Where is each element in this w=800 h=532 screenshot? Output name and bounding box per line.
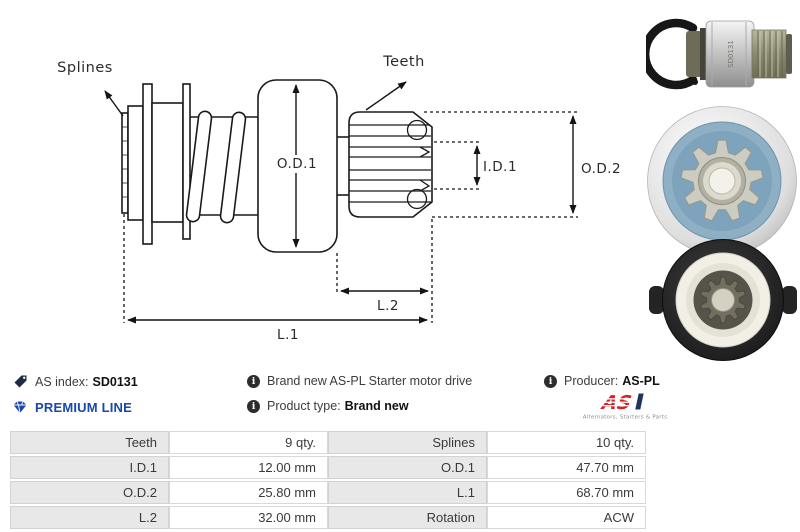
id1-label: I.D.1 (483, 159, 517, 175)
l2-label: L.2 (377, 298, 399, 314)
tag-icon (14, 375, 27, 388)
diamond-icon (13, 401, 27, 414)
teeth-leader-arrow (365, 81, 407, 111)
spec-value: 12.00 mm (169, 456, 328, 479)
photo-pinion-gear (751, 29, 787, 79)
drawing-pinion (348, 111, 433, 218)
info-icon: i (247, 374, 260, 388)
logo-tagline: Alternators, Starters & Parts (583, 415, 667, 421)
product-type-label: Product type: (267, 399, 341, 413)
l1-label: L.1 (277, 327, 299, 343)
producer-item: i Producer: AS-PL (544, 374, 660, 388)
description-text: Brand new AS-PL Starter motor drive (267, 374, 473, 388)
od1-label: O.D.1 (277, 156, 317, 172)
spec-value: 10 qty. (487, 431, 646, 454)
producer-value: AS-PL (622, 374, 660, 388)
spec-label: Splines (328, 431, 487, 454)
spec-label: O.D.2 (10, 481, 169, 504)
photo-center-bore (708, 167, 736, 195)
photo-part-number: SD0131 (727, 40, 735, 68)
premium-line-label: PREMIUM LINE (35, 399, 133, 415)
description-item: i Brand new AS-PL Starter motor drive (247, 374, 472, 388)
photo-left-ear (649, 286, 664, 314)
drawing-spring-coil (219, 111, 247, 224)
product-photo-front-view[interactable] (645, 102, 800, 260)
drawing-spline-shaft (121, 112, 129, 214)
spec-label: O.D.1 (328, 456, 487, 479)
premium-line-item: PREMIUM LINE (11, 399, 132, 415)
product-type-item: i Product type: Brand new (247, 399, 409, 413)
spec-label: L.2 (10, 506, 169, 529)
photo-circlip (646, 18, 698, 90)
info-icon: i (247, 399, 260, 413)
as-index-value: SD0131 (92, 374, 138, 389)
info-icon: i (544, 374, 557, 388)
spec-label: Rotation (328, 506, 487, 529)
spec-value: 25.80 mm (169, 481, 328, 504)
spec-value: 32.00 mm (169, 506, 328, 529)
spec-label: L.1 (328, 481, 487, 504)
spec-label: I.D.1 (10, 456, 169, 479)
spec-value: 68.70 mm (487, 481, 646, 504)
splines-label: Splines (57, 60, 113, 76)
teeth-label: Teeth (382, 54, 425, 70)
as-index-item: AS index: SD0131 (13, 374, 138, 389)
splines-leader-arrow (104, 90, 124, 117)
logo-text: AS (598, 392, 633, 414)
spec-value: 47.70 mm (487, 456, 646, 479)
producer-label: Producer: (564, 374, 619, 388)
product-photo-rear-view[interactable] (648, 236, 798, 366)
as-pl-logo: AS Alternators, Starters & Parts (583, 392, 667, 421)
spec-value: ACW (487, 506, 646, 529)
as-index-label: AS index: (35, 374, 89, 389)
photo-right-ear (782, 286, 797, 314)
spec-value: 9 qty. (169, 431, 328, 454)
technical-drawing: Splines Teeth O.D.1 I.D.1 O.D.2 L.2 L.1 (57, 54, 621, 343)
od2-label: O.D.2 (581, 161, 621, 177)
drawing-spring-coil (185, 110, 213, 223)
product-type-value: Brand new (344, 399, 409, 413)
spec-label: Teeth (10, 431, 169, 454)
product-photo-side-view[interactable]: SD0131 (646, 4, 798, 104)
